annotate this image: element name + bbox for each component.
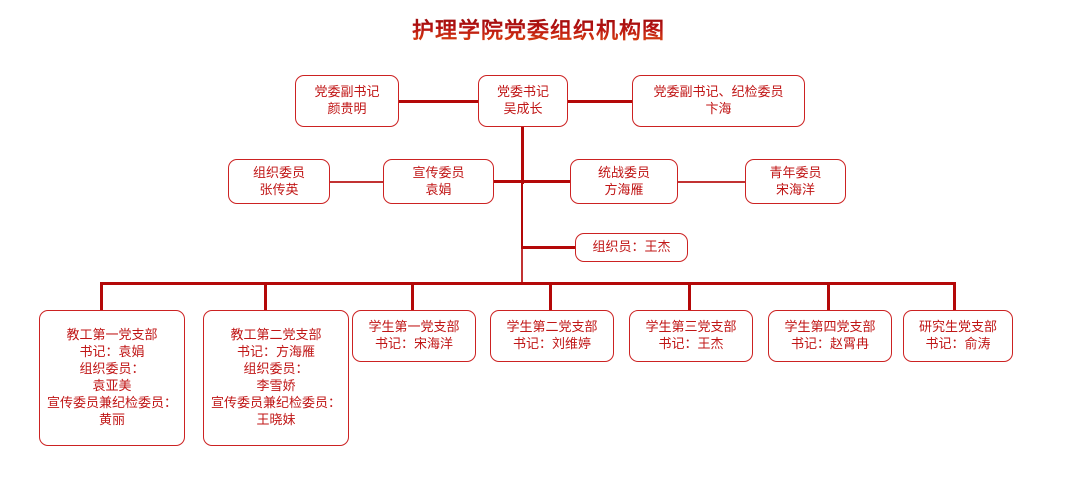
- bottom-bus-bar: [100, 282, 956, 285]
- node-deputy-secretary-discipline[interactable]: 党委副书记、纪检委员 卞海: [632, 75, 805, 127]
- connector-organization-to-propaganda: [329, 181, 384, 183]
- node-line: 研究生党支部: [918, 320, 997, 335]
- node-line: 学生第一党支部: [368, 320, 460, 335]
- node-line: 吴成长: [503, 102, 543, 117]
- node-line: 党委副书记、纪检委员: [653, 85, 784, 100]
- node-faculty-branch-1[interactable]: 教工第一党支部 书记：袁娟 组织委员： 袁亚美 宣传委员兼纪检委员： 黄丽: [39, 310, 185, 446]
- node-line: 教工第二党支部: [230, 328, 322, 343]
- drop-line-student-branch-2: [549, 282, 552, 310]
- node-line: 王晓妹: [256, 413, 296, 428]
- connector-united-front-to-youth: [677, 181, 746, 183]
- node-line: 颜贵明: [327, 102, 367, 117]
- node-organization-member[interactable]: 组织委员 张传英: [228, 159, 330, 204]
- node-graduate-branch[interactable]: 研究生党支部 书记：俞涛: [903, 310, 1013, 362]
- node-line: 组织委员：: [79, 362, 145, 377]
- node-line: 宣传委员兼纪检委员：: [210, 396, 341, 411]
- node-line: 青年委员: [769, 165, 822, 181]
- drop-line-graduate-branch: [953, 282, 956, 310]
- drop-line-faculty-branch-2: [264, 282, 267, 310]
- node-line: 卞海: [705, 102, 732, 117]
- drop-line-student-branch-4: [827, 282, 830, 310]
- connector-deputy-left-to-secretary: [399, 100, 479, 103]
- connector-trunk-row2-to-organizer: [521, 184, 523, 248]
- node-line: 宣传委员: [412, 165, 465, 181]
- drop-line-faculty-branch-1: [100, 282, 103, 310]
- page-title: 护理学院党委组织机构图: [0, 13, 1077, 45]
- node-line: 学生第二党支部: [506, 320, 598, 335]
- connector-trunk-to-organizer: [521, 246, 576, 249]
- node-propaganda-member[interactable]: 宣传委员 袁娟: [383, 159, 494, 204]
- node-line: 书记：宋海洋: [374, 337, 453, 352]
- node-line: 黄丽: [98, 413, 125, 428]
- node-organizer[interactable]: 组织员：王杰: [575, 233, 688, 262]
- node-line: 张传英: [259, 182, 299, 198]
- connector-propaganda-to-trunk: [493, 180, 522, 183]
- node-party-secretary[interactable]: 党委书记 吴成长: [478, 75, 568, 127]
- node-line: 李雪娇: [256, 379, 296, 394]
- node-student-branch-1[interactable]: 学生第一党支部 书记：宋海洋: [352, 310, 476, 362]
- connector-trunk-to-united-front: [521, 180, 571, 183]
- node-line: 党委副书记: [314, 85, 380, 100]
- node-line: 宣传委员兼纪检委员：: [46, 396, 177, 411]
- node-student-branch-3[interactable]: 学生第三党支部 书记：王杰: [629, 310, 753, 362]
- node-line: 书记：俞涛: [925, 337, 991, 352]
- connector-secretary-trunk: [521, 127, 524, 184]
- node-line: 袁娟: [425, 182, 452, 198]
- drop-line-student-branch-1: [411, 282, 414, 310]
- node-line: 学生第四党支部: [784, 320, 876, 335]
- node-line: 学生第三党支部: [645, 320, 737, 335]
- node-line: 组织员：王杰: [592, 240, 671, 255]
- node-youth-member[interactable]: 青年委员 宋海洋: [745, 159, 846, 204]
- drop-line-student-branch-3: [688, 282, 691, 310]
- node-line: 书记：刘维婷: [512, 337, 591, 352]
- node-line: 书记：赵霄冉: [790, 337, 869, 352]
- node-line: 宋海洋: [775, 182, 815, 198]
- node-line: 方海雁: [604, 182, 644, 198]
- node-line: 书记：方海雁: [236, 345, 315, 360]
- node-line: 书记：袁娟: [79, 345, 145, 360]
- node-united-front-member[interactable]: 统战委员 方海雁: [570, 159, 678, 204]
- node-line: 教工第一党支部: [66, 328, 158, 343]
- node-line: 书记：王杰: [658, 337, 724, 352]
- connector-trunk-to-bus: [521, 249, 523, 284]
- node-deputy-secretary-left[interactable]: 党委副书记 颜贵明: [295, 75, 399, 127]
- connector-secretary-to-deputy-discipline: [567, 100, 633, 103]
- node-student-branch-2[interactable]: 学生第二党支部 书记：刘维婷: [490, 310, 614, 362]
- node-line: 统战委员: [597, 165, 650, 181]
- node-student-branch-4[interactable]: 学生第四党支部 书记：赵霄冉: [768, 310, 892, 362]
- node-line: 组织委员：: [243, 362, 309, 377]
- node-line: 组织委员: [252, 165, 305, 181]
- node-line: 袁亚美: [92, 379, 132, 394]
- node-faculty-branch-2[interactable]: 教工第二党支部 书记：方海雁 组织委员： 李雪娇 宣传委员兼纪检委员： 王晓妹: [203, 310, 349, 446]
- node-line: 党委书记: [496, 85, 549, 100]
